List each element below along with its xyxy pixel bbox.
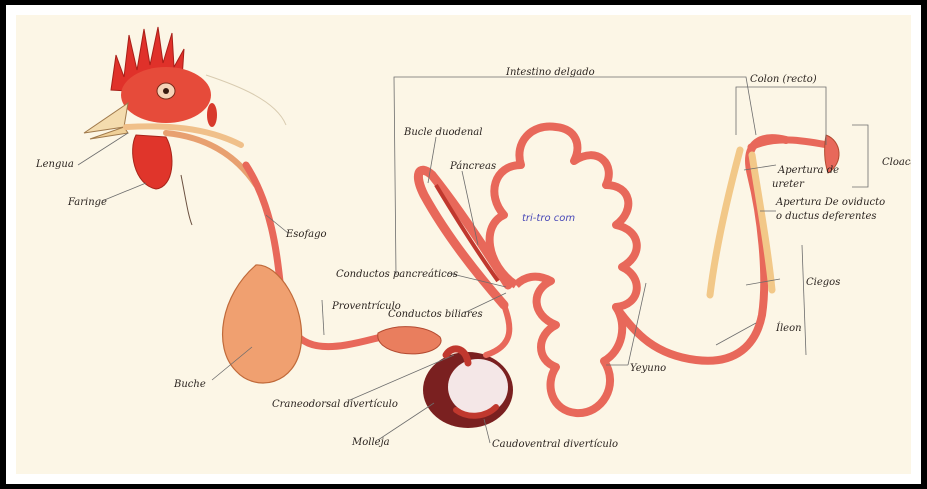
- label-apertura-ureter: Apertura de ureter: [772, 165, 842, 190]
- label-colon: Colon (recto): [750, 74, 817, 85]
- label-conductos-biliares: Conductos biliares: [388, 309, 483, 320]
- label-intestino-delgado: Intestino delgado: [505, 67, 595, 78]
- label-yeyuno: Yeyuno: [630, 363, 666, 374]
- label-faringe: Faringe: [67, 197, 107, 208]
- label-apertura-ureter-line-2: ureter: [772, 179, 805, 190]
- label-apertura-ureter-line-1: Apertura de: [777, 165, 839, 176]
- watermark: tri-tro com: [522, 213, 575, 224]
- label-bucle-duodenal: Bucle duodenal: [403, 127, 482, 138]
- label-conductos-pancreaticos: Conductos pancreáticos: [336, 269, 458, 280]
- label-pancreas: Páncreas: [449, 161, 496, 172]
- label-apertura-oviducto: Apertura De oviducto o ductus deferentes: [775, 197, 888, 222]
- label-cloaca: Cloaca: [882, 157, 911, 168]
- diagram-canvas: Lengua Faringe Esofago Buche Proventrícu…: [16, 15, 911, 474]
- label-lengua: Lengua: [35, 159, 74, 170]
- image-frame: Lengua Faringe Esofago Buche Proventrícu…: [6, 5, 921, 484]
- label-esofago: Esofago: [285, 229, 327, 240]
- label-molleja: Molleja: [351, 437, 390, 448]
- label-ciegos: Ciegos: [806, 277, 840, 288]
- label-ileon: Íleon: [775, 322, 802, 334]
- label-caudoventral: Caudoventral divertículo: [492, 439, 618, 450]
- label-apertura-oviducto-line-1: Apertura De oviducto: [775, 197, 885, 208]
- digestive-system-diagram: Lengua Faringe Esofago Buche Proventrícu…: [16, 15, 911, 474]
- label-buche: Buche: [173, 379, 206, 390]
- label-apertura-oviducto-line-2: o ductus deferentes: [776, 211, 877, 222]
- label-craneodorsal: Craneodorsal divertículo: [272, 399, 398, 410]
